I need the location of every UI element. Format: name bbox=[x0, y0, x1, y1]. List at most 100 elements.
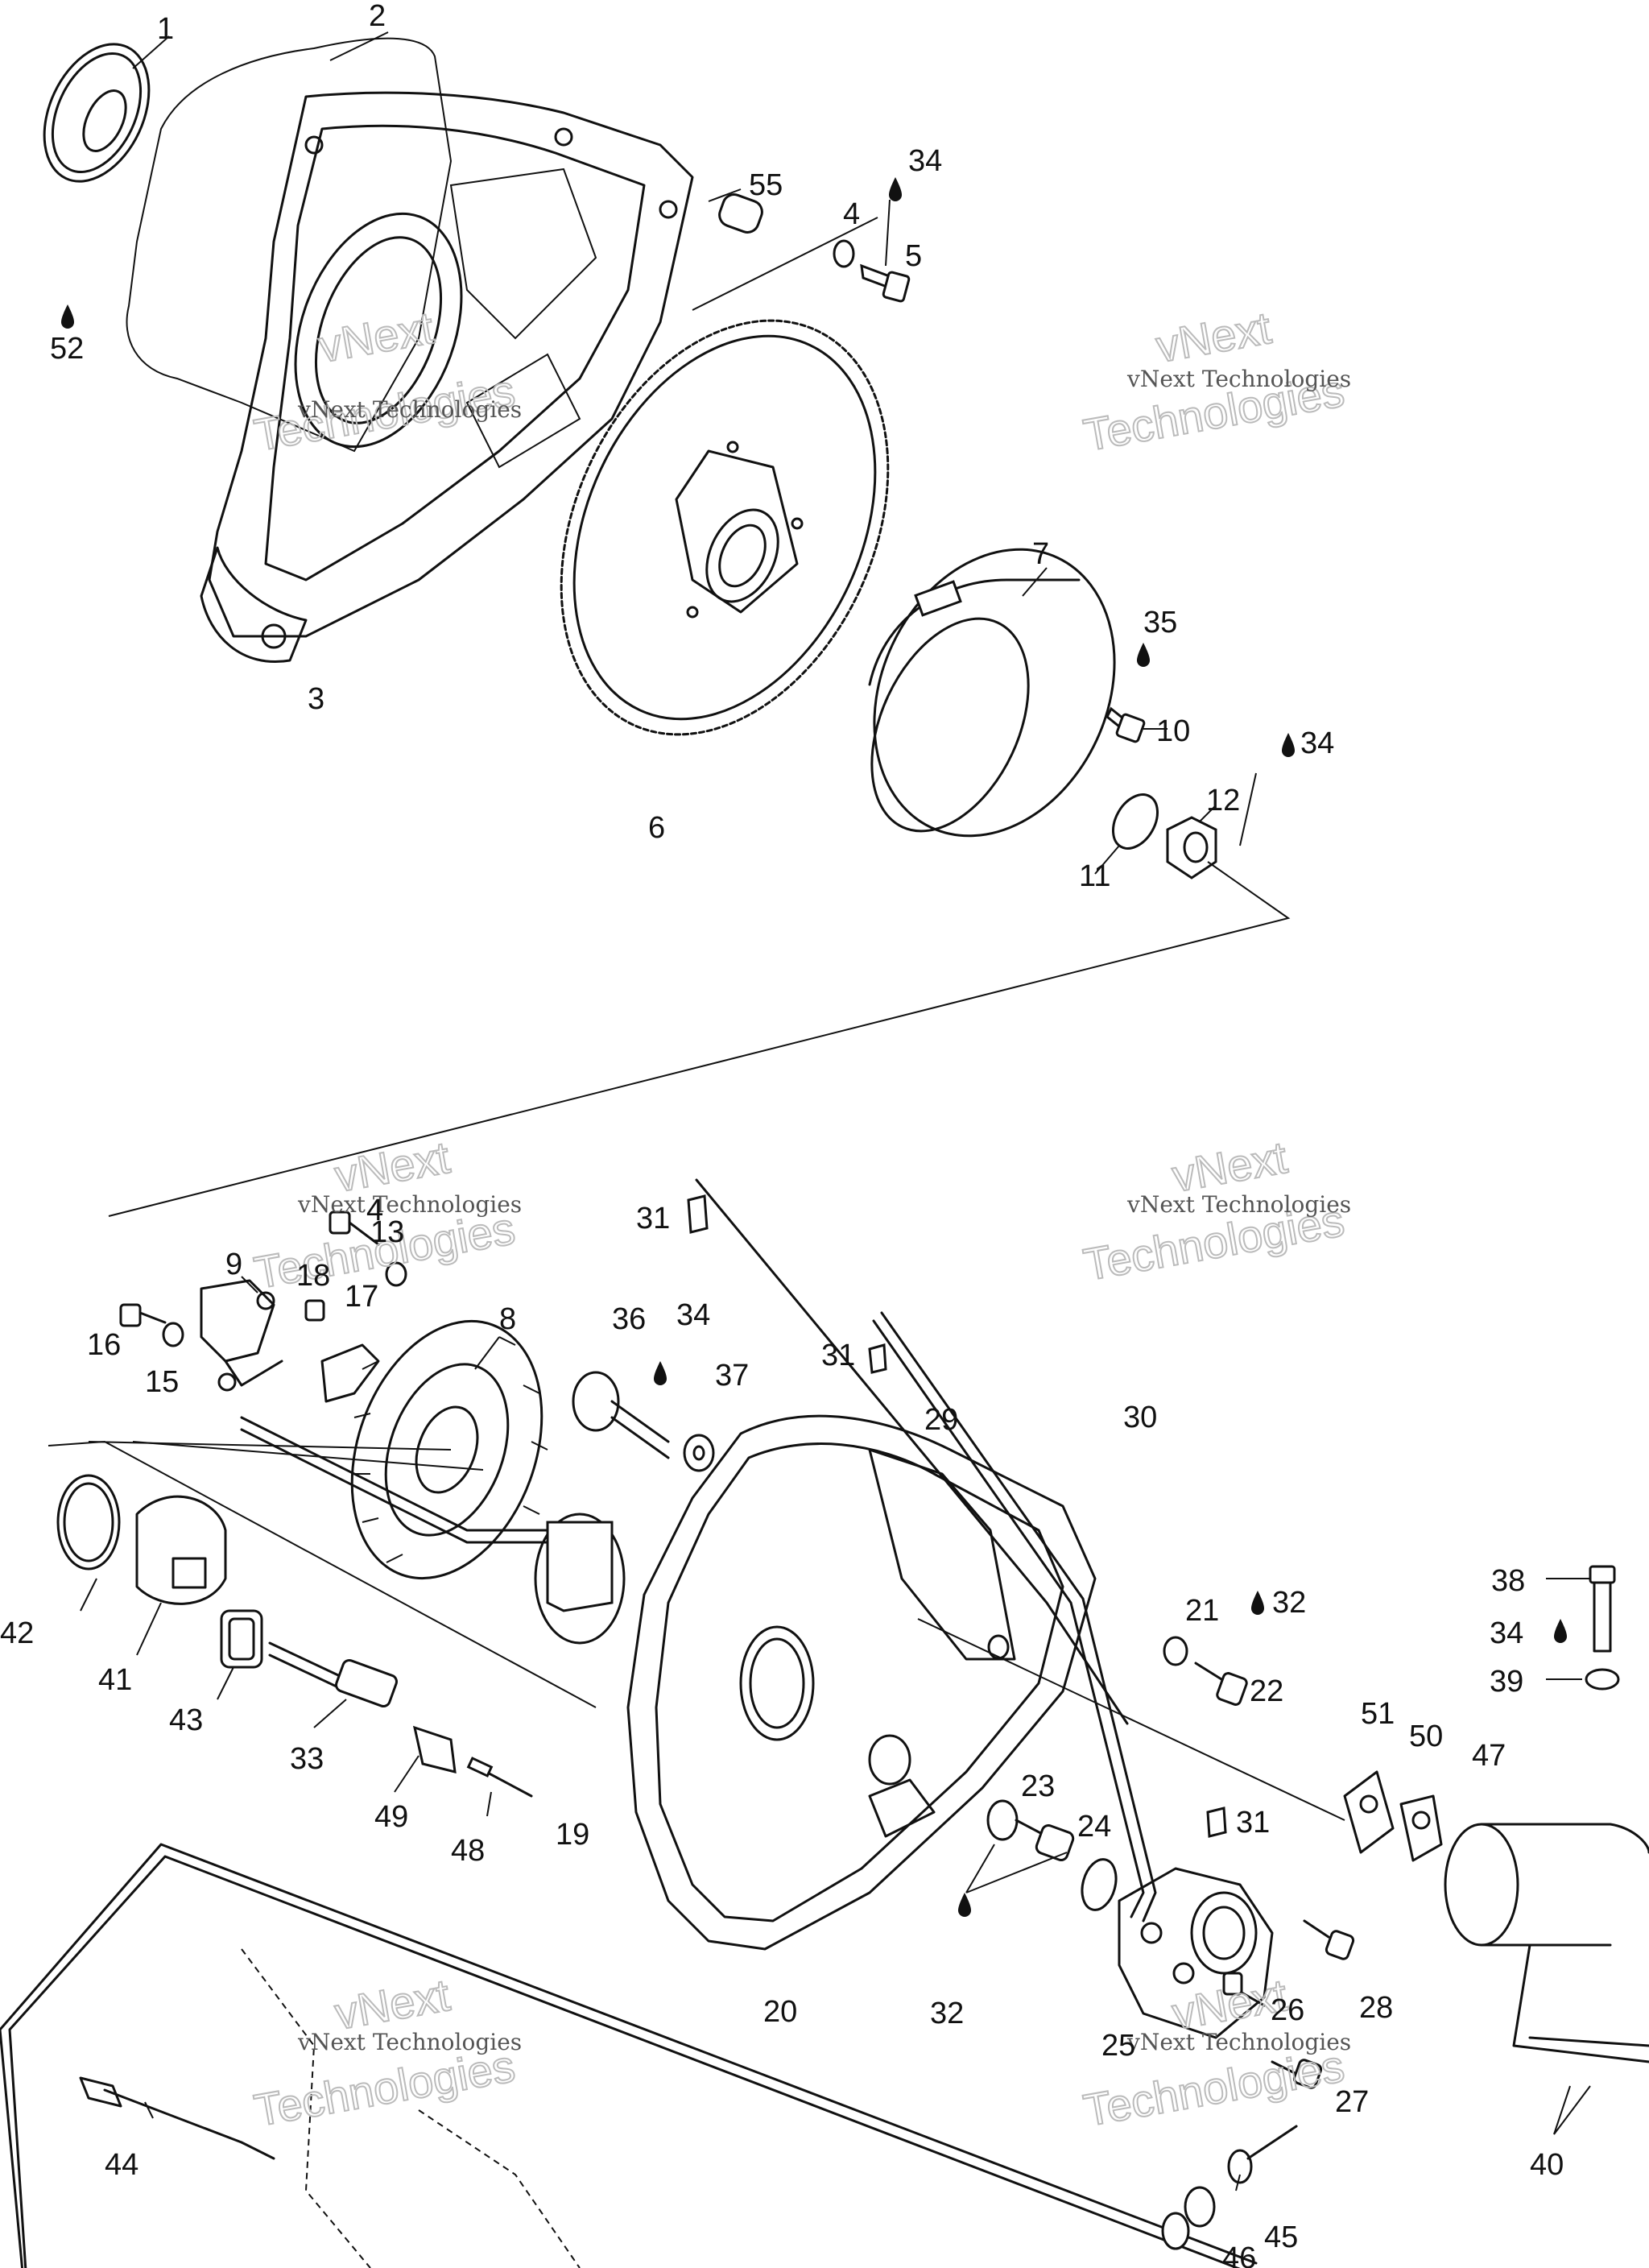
svg-text:vNext Technologies: vNext Technologies bbox=[1126, 2029, 1351, 2055]
part-37-washer bbox=[683, 1434, 715, 1472]
label-28: 28 bbox=[1359, 1991, 1393, 2025]
label-46: 46 bbox=[1222, 2241, 1256, 2268]
label-44: 44 bbox=[105, 2148, 138, 2182]
label-32-b: 32 bbox=[930, 1997, 964, 2030]
watermark-mid-right: vNext Technologies vNext Technologies bbox=[1079, 1131, 1351, 1291]
label-40: 40 bbox=[1530, 2148, 1564, 2182]
label-2: 2 bbox=[369, 0, 386, 33]
label-21: 21 bbox=[1185, 1594, 1219, 1628]
part-26-screw bbox=[1222, 1972, 1266, 2007]
label-6: 6 bbox=[648, 811, 665, 845]
part-18-screw bbox=[304, 1299, 325, 1322]
label-55: 55 bbox=[749, 168, 783, 202]
part-2-gasket bbox=[126, 37, 453, 453]
label-32-a: 32 bbox=[1272, 1586, 1306, 1620]
part-31-clip-c bbox=[1206, 1807, 1227, 1838]
part-44-cable bbox=[0, 1843, 1258, 2268]
label-8: 8 bbox=[499, 1302, 516, 1336]
part-9-pickup-bracket bbox=[200, 1279, 283, 1392]
label-12: 12 bbox=[1206, 784, 1240, 817]
label-11: 11 bbox=[1079, 859, 1110, 893]
part-45-fitting bbox=[1227, 2125, 1298, 2184]
part-4-washer bbox=[833, 239, 855, 268]
part-20-magneto-cover bbox=[626, 1414, 1097, 1951]
label-25: 25 bbox=[1101, 2029, 1135, 2063]
part-16-screw bbox=[119, 1303, 167, 1327]
label-52: 52 bbox=[50, 332, 84, 366]
label-36: 36 bbox=[612, 1302, 646, 1336]
label-3: 3 bbox=[308, 682, 324, 716]
label-38: 38 bbox=[1491, 1564, 1525, 1598]
label-42: 42 bbox=[0, 1616, 34, 1650]
part-15-washer bbox=[162, 1322, 184, 1347]
part-25-oil-pump bbox=[1118, 1867, 1274, 2039]
label-4-a: 4 bbox=[843, 197, 860, 231]
part-13-washer bbox=[385, 1261, 407, 1287]
part-22-bolt bbox=[1194, 1662, 1248, 1706]
label-34-a: 34 bbox=[908, 144, 942, 178]
label-5: 5 bbox=[905, 239, 922, 273]
part-6-ring-gear bbox=[560, 319, 890, 736]
label-35: 35 bbox=[1143, 606, 1177, 639]
part-labels: 1 2 52 55 34 4 5 3 7 35 10 34 12 11 6 4 … bbox=[0, 0, 1564, 2268]
part-43-seal bbox=[220, 1609, 263, 1669]
part-23-stud bbox=[986, 1799, 1075, 1862]
stator-connector bbox=[534, 1513, 626, 1645]
label-48: 48 bbox=[451, 1834, 485, 1868]
label-51: 51 bbox=[1361, 1697, 1395, 1731]
watermark-top-right: vNext Technologies vNext Technologies bbox=[1079, 301, 1351, 461]
part-7-rotor bbox=[868, 548, 1116, 838]
part-39-washer bbox=[1585, 1668, 1620, 1691]
label-50: 50 bbox=[1409, 1720, 1443, 1753]
part-28-screw bbox=[1303, 1919, 1355, 1960]
part-50-plate bbox=[1399, 1794, 1443, 1862]
label-23: 23 bbox=[1021, 1769, 1055, 1803]
drop-35-icon bbox=[1137, 643, 1150, 667]
label-27: 27 bbox=[1335, 2085, 1369, 2119]
part-17-clamp bbox=[320, 1343, 380, 1403]
label-34-d: 34 bbox=[1490, 1616, 1523, 1650]
part-36-bolt bbox=[572, 1371, 670, 1459]
part-31-clip-a bbox=[687, 1194, 709, 1234]
svg-text:vNext Technologies: vNext Technologies bbox=[297, 2029, 522, 2055]
svg-text:vNext: vNext bbox=[1152, 302, 1275, 372]
label-31-a: 31 bbox=[636, 1202, 670, 1235]
part-51-plate bbox=[1343, 1770, 1395, 1854]
part-33-connector bbox=[268, 1641, 398, 1708]
part-1-seal-ring bbox=[43, 43, 151, 183]
label-41: 41 bbox=[98, 1663, 132, 1697]
part-42-oring bbox=[56, 1474, 121, 1571]
svg-text:vNext Technologies: vNext Technologies bbox=[1126, 366, 1351, 392]
label-9: 9 bbox=[225, 1248, 242, 1281]
throttle-bracket bbox=[241, 1948, 581, 2268]
label-13: 13 bbox=[370, 1215, 404, 1249]
part-41-grommet bbox=[135, 1495, 227, 1605]
part-24-oring bbox=[1081, 1858, 1118, 1911]
watermark-bottom-left: vNext Technologies vNext Technologies bbox=[250, 1968, 522, 2137]
label-31-c: 31 bbox=[1236, 1806, 1270, 1840]
part-3-flywheel-housing bbox=[200, 91, 694, 663]
drop-52-icon bbox=[61, 304, 74, 329]
part-8-stator bbox=[240, 1319, 549, 1580]
label-34-c: 34 bbox=[676, 1298, 710, 1332]
label-37: 37 bbox=[715, 1359, 749, 1393]
label-33: 33 bbox=[290, 1742, 324, 1776]
drop-32-icon-b bbox=[958, 1893, 971, 1917]
part-55-dowel bbox=[718, 193, 763, 234]
label-39: 39 bbox=[1490, 1665, 1523, 1699]
label-7: 7 bbox=[1032, 537, 1049, 571]
drop-34-icon-a bbox=[889, 177, 902, 201]
part-11-lock-washer bbox=[1112, 793, 1159, 850]
label-16: 16 bbox=[87, 1328, 121, 1362]
label-49: 49 bbox=[374, 1800, 408, 1834]
label-18: 18 bbox=[296, 1259, 330, 1293]
label-26: 26 bbox=[1271, 1993, 1304, 2027]
label-34-b: 34 bbox=[1300, 726, 1334, 760]
drop-34-icon-d bbox=[1554, 1619, 1567, 1643]
drop-34-icon-b bbox=[1282, 733, 1295, 757]
label-24: 24 bbox=[1077, 1810, 1111, 1844]
svg-text:vNext Technologies: vNext Technologies bbox=[1126, 1191, 1351, 1218]
drop-32-icon-a bbox=[1251, 1591, 1264, 1615]
part-21-washer bbox=[1163, 1636, 1188, 1666]
